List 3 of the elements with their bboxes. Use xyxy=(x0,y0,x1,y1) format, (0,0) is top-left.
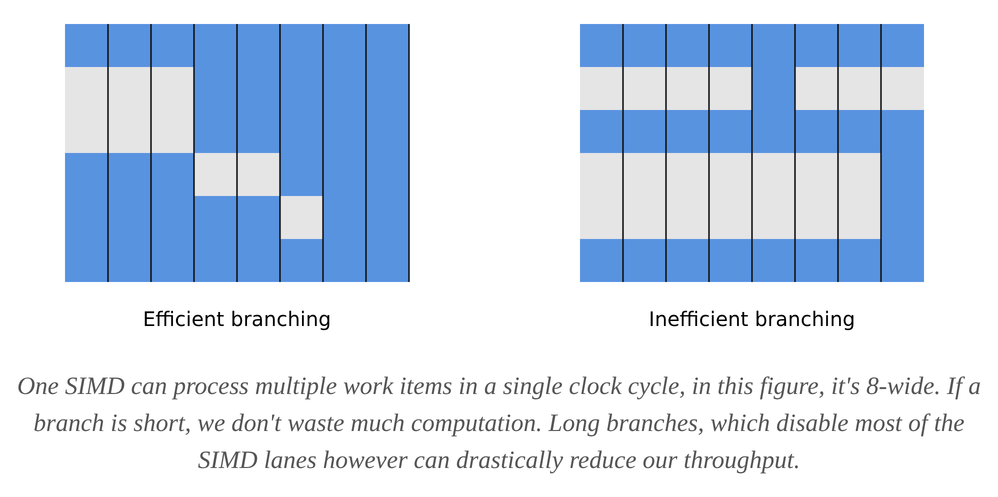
grid-caption: Efficient branching xyxy=(142,307,332,331)
figure-caption: One SIMD can process multiple work items in a single clock cycle, in this figure, it's 8-wide. If a branch is short, we don't waste much computation. Long branches, which disable most of the SIMD lanes however can drastically reduce our throughput. xyxy=(16,372,982,476)
grid-caption: Inefficient branching xyxy=(648,307,856,331)
